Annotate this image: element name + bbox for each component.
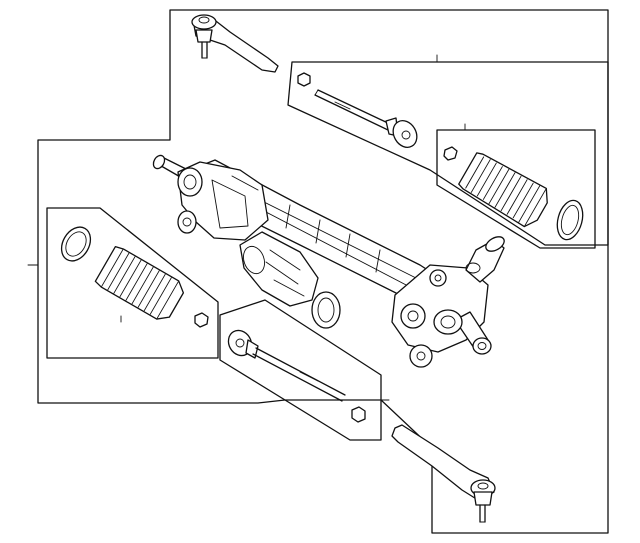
upper-outer-tie-rod-end xyxy=(191,14,279,73)
upper-inner-tie-rod-box xyxy=(287,61,609,246)
lower-outer-tie-rod-end xyxy=(391,424,496,523)
assembly-boundary xyxy=(37,9,609,534)
upper-boot-box xyxy=(436,129,596,249)
steering-rack-housing xyxy=(152,154,505,368)
lower-inner-tie-rod-box xyxy=(219,299,382,441)
callout-leaders xyxy=(27,54,466,401)
lower-boot-box xyxy=(46,207,219,359)
